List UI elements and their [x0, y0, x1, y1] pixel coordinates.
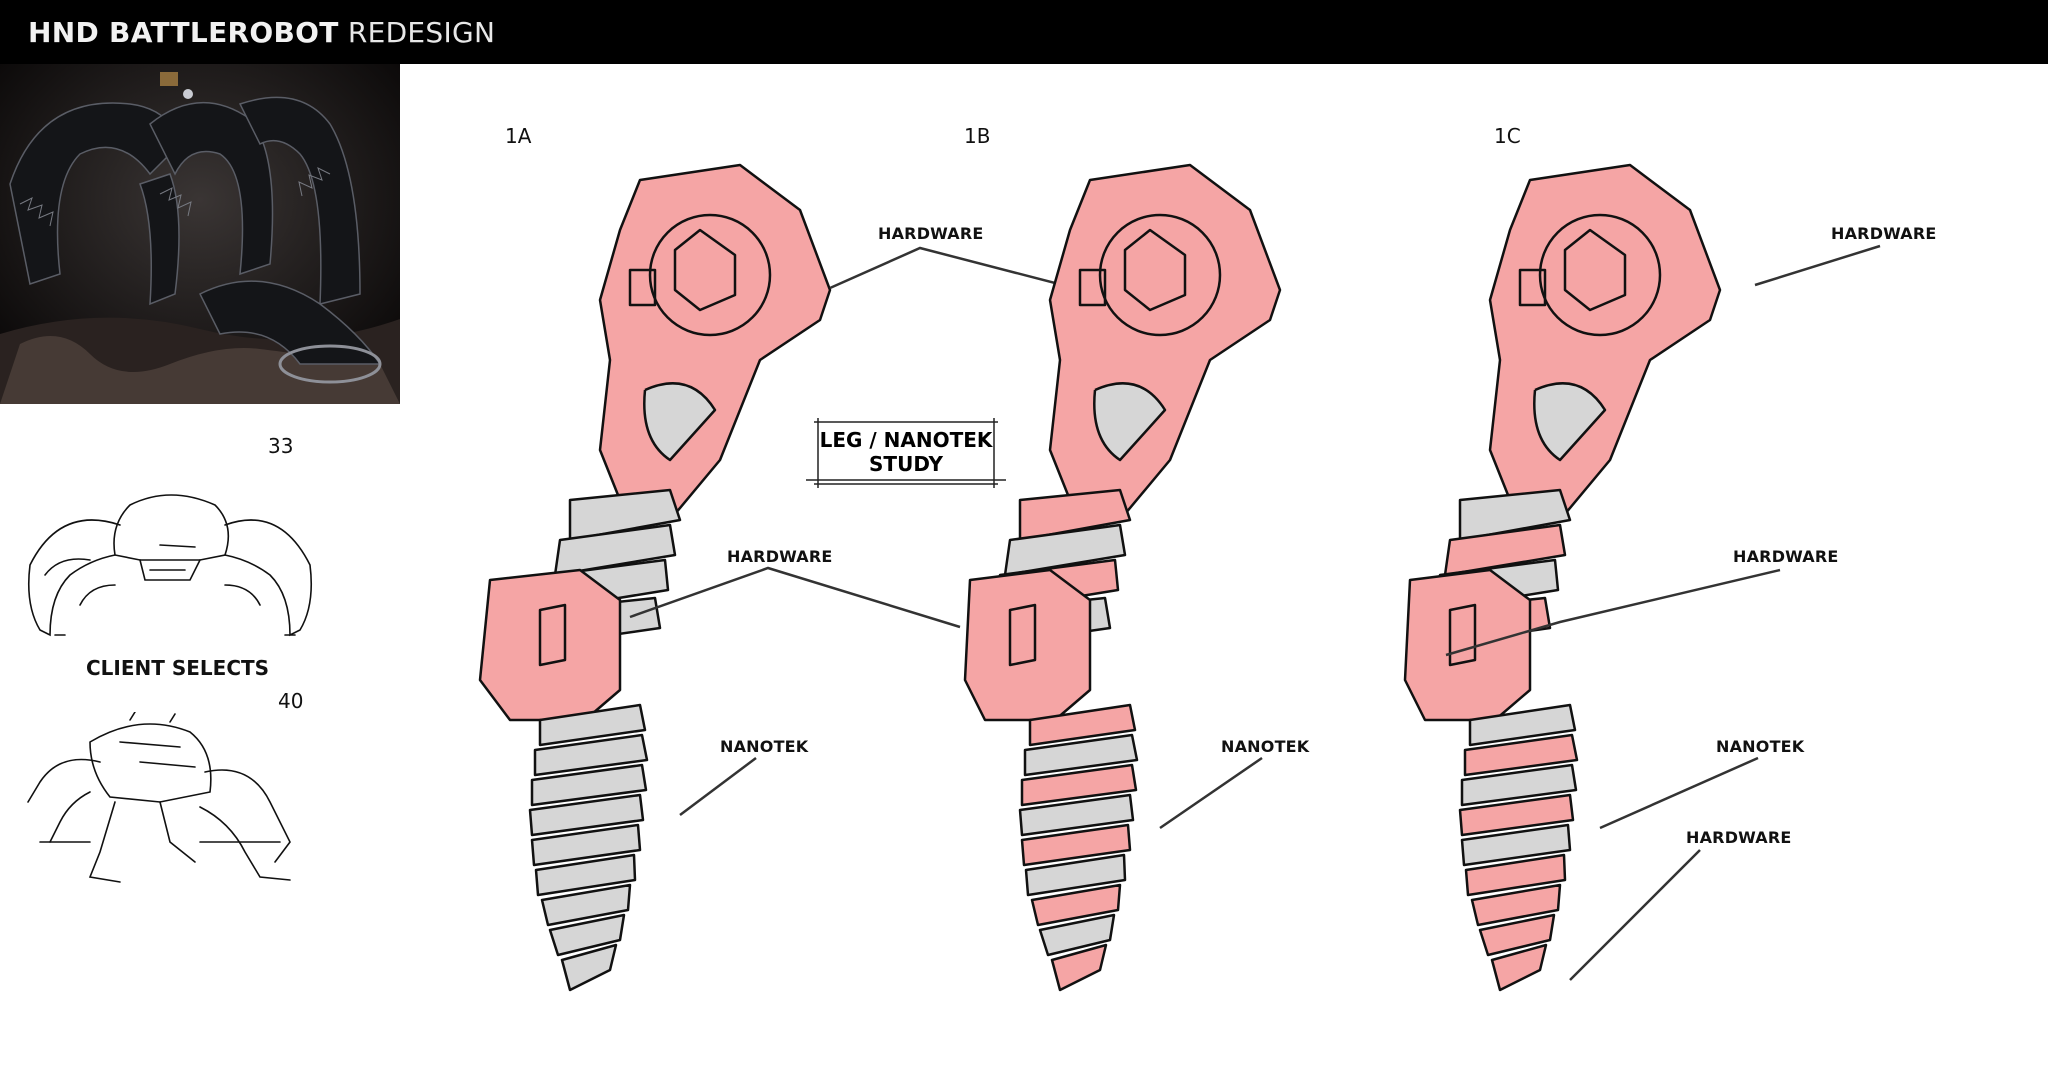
1a-nanotek-label: NANOTEK	[720, 737, 809, 756]
leg-1b-drawing	[963, 163, 1282, 992]
leg-1c-drawing	[1403, 163, 1722, 992]
render-art	[0, 64, 400, 404]
1c-nanotek-label: NANOTEK	[1716, 737, 1805, 756]
1b-nanotek-label: NANOTEK	[1221, 737, 1310, 756]
variant-1b-id: 1B	[964, 124, 991, 148]
leg-1a-drawing	[478, 163, 832, 992]
top-bar: HND BATTLEROBOT REDESIGN	[0, 0, 2048, 64]
sketch-number-40: 40	[278, 689, 304, 713]
study-line-2: STUDY	[869, 452, 943, 476]
title-light: REDESIGN	[347, 16, 496, 49]
1c-hardware-tip-label: HARDWARE	[1686, 828, 1792, 847]
page-title: HND BATTLEROBOT REDESIGN	[28, 16, 495, 49]
sketch-number-33: 33	[268, 434, 294, 458]
client-selects-label: CLIENT SELECTS	[86, 656, 270, 680]
leg-nanotek-study-box: LEG / NANOTEK STUDY	[806, 418, 1006, 488]
study-box-frame	[806, 418, 1006, 488]
study-box-text: LEG / NANOTEK STUDY	[806, 428, 1006, 476]
sketch-40-drawing	[27, 712, 291, 883]
variant-1a-id: 1A	[505, 124, 532, 148]
1c-hardware-mid-label: HARDWARE	[1733, 547, 1839, 566]
1a-hardware-top-label: HARDWARE	[878, 224, 984, 243]
study-line-1: LEG / NANOTEK	[819, 428, 993, 452]
title-bold: HND BATTLEROBOT	[28, 16, 339, 49]
1a-hardware-mid-label: HARDWARE	[727, 547, 833, 566]
1c-hardware-top-label: HARDWARE	[1831, 224, 1937, 243]
sketch-33-drawing	[27, 494, 313, 637]
reference-render-image	[0, 64, 400, 404]
variant-1c-id: 1C	[1494, 124, 1521, 148]
